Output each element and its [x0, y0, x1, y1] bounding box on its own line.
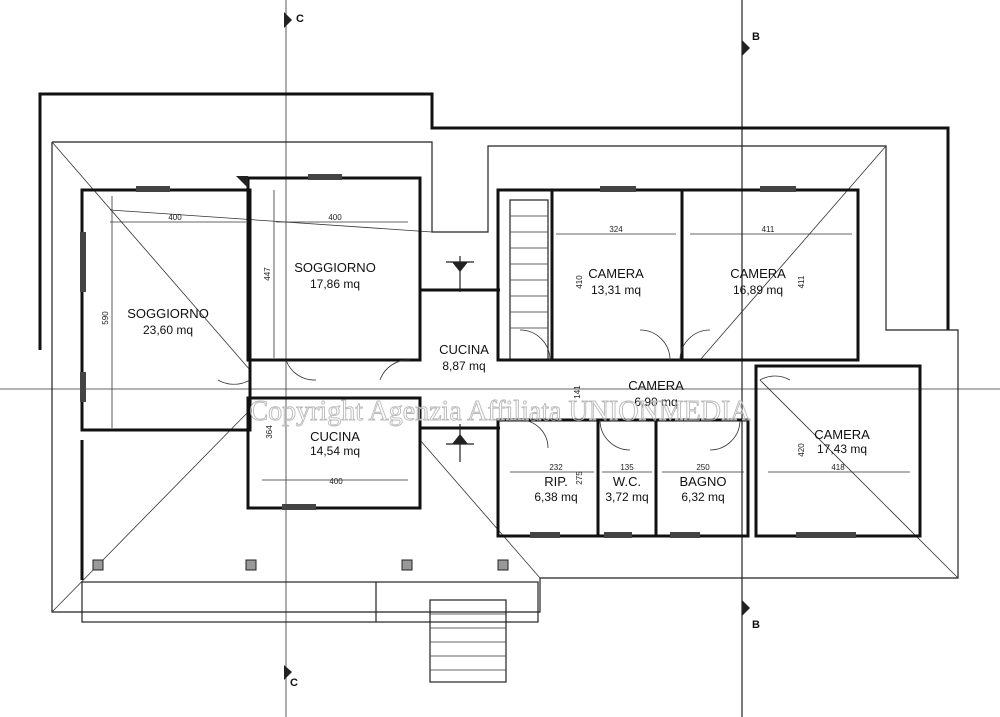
room-camera-1-area: 13,31 mq	[591, 283, 641, 297]
room-wc-area: 3,72 mq	[605, 490, 648, 504]
room-camera-4-name: CAMERA	[814, 427, 870, 442]
roof-outline	[38, 92, 959, 613]
dimension-lines	[110, 190, 910, 481]
room-soggiorno-1-name: SOGGIORNO	[294, 260, 376, 275]
section-c-top-label: C	[296, 13, 304, 25]
room-cucina-2-name: CUCINA	[310, 429, 360, 444]
dimension-camera-1-height: 410	[575, 275, 584, 289]
watermark: Copyright Agenzia Affiliata UNIONMEDIA	[249, 396, 751, 427]
interior-walls	[80, 174, 922, 683]
room-rip-name: RIP.	[544, 474, 568, 489]
room-camera-3-area: 6,90 mq	[634, 395, 677, 409]
dimension-wc-width: 135	[620, 463, 634, 472]
room-camera-3-name: CAMERA	[628, 378, 684, 393]
dimension-camera-2-width: 411	[762, 225, 775, 234]
room-bagno-area: 6,32 mq	[681, 490, 724, 504]
section-b-top-label: B	[752, 31, 760, 43]
dimension-cucina-2-height: 364	[265, 425, 274, 439]
porch-steps	[430, 613, 506, 671]
dimension-camera-4-width: 418	[831, 463, 845, 472]
dimension-soggiorno-1-height: 447	[263, 267, 272, 281]
dimension-camera-4-height: 420	[797, 443, 806, 457]
section-b-top-arrow	[742, 40, 750, 56]
section-b-bottom-arrow	[742, 600, 750, 616]
room-rip-area: 6,38 mq	[534, 490, 577, 504]
room-cucina-1-name: CUCINA	[439, 342, 489, 357]
room-soggiorno-1-area: 17,86 mq	[310, 277, 360, 291]
stair-treads	[510, 215, 548, 329]
dimension-cucina-2-width: 400	[329, 477, 343, 486]
room-cucina-1-area: 8,87 mq	[442, 359, 485, 373]
room-camera-2-area: 16,89 mq	[733, 283, 783, 297]
section-c-bottom-arrow	[284, 665, 292, 680]
dimension-rip-height: 275	[575, 471, 584, 485]
room-wc-name: W.C.	[613, 474, 641, 489]
dimension-camera-1-width: 324	[609, 225, 623, 234]
section-b-bottom-label: B	[752, 619, 760, 631]
dimension-soggiorno-2-width: 400	[168, 213, 182, 222]
level-marker-bottom	[446, 424, 474, 462]
dimension-bagno-width: 250	[696, 463, 710, 472]
room-camera-1-name: CAMERA	[588, 266, 644, 281]
dimension-soggiorno-1-width: 400	[328, 213, 342, 222]
room-bagno-name: BAGNO	[680, 474, 727, 489]
room-cucina-2-area: 14,54 mq	[310, 444, 360, 458]
dimension-camera-3-height: 141	[573, 385, 582, 399]
dimension-camera-2-height: 411	[797, 275, 806, 288]
room-soggiorno-2-area: 23,60 mq	[143, 323, 193, 337]
section-c-bottom-label: C	[290, 677, 298, 689]
room-camera-4-area: 17,43 mq	[817, 442, 867, 456]
level-marker-top	[446, 256, 474, 292]
dimension-rip-width: 232	[549, 463, 563, 472]
room-camera-2-name: CAMERA	[730, 266, 786, 281]
dimension-soggiorno-2-height: 590	[101, 311, 110, 325]
section-c-top-arrow	[284, 12, 292, 28]
room-soggiorno-2-name: SOGGIORNO	[127, 306, 209, 321]
